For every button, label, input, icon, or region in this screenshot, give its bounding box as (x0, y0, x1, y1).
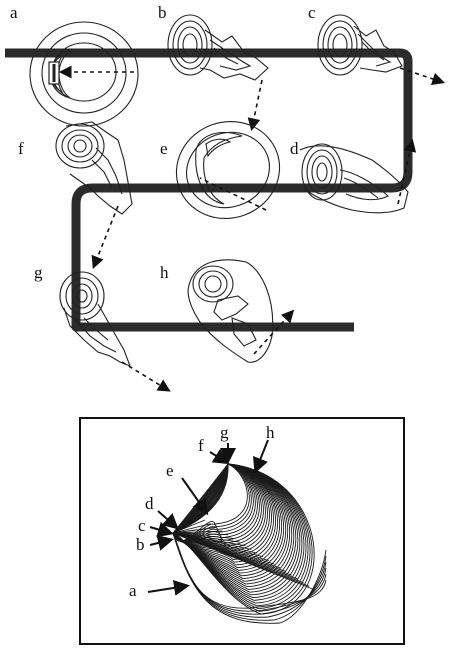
inset-label-f: f (198, 436, 204, 455)
inset-label-g: g (220, 423, 229, 442)
panel-h-plot (188, 260, 292, 362)
panel-b-plot (168, 15, 268, 128)
panel-f-plot (56, 122, 132, 266)
inset-label-h: h (266, 423, 275, 442)
panel-label-h: h (160, 263, 169, 282)
panel-label-g: g (34, 263, 43, 282)
panel-label-e: e (160, 139, 168, 158)
inset-label-c: c (138, 516, 146, 535)
inset-label-b: b (136, 535, 145, 554)
inset-panel: a b c d e f g h (80, 418, 404, 644)
panel-label-a: a (10, 3, 18, 22)
panel-a-plot (30, 22, 138, 126)
inset-label-d: d (145, 494, 154, 513)
panel-label-b: b (158, 3, 167, 22)
inset-label-a: a (129, 581, 137, 600)
panel-d-plot (300, 142, 412, 213)
panel-label-f: f (18, 139, 24, 158)
inset-label-e: e (166, 461, 174, 480)
panel-label-c: c (308, 3, 316, 22)
panel-label-d: d (290, 139, 299, 158)
panel-e-plot (163, 107, 294, 233)
